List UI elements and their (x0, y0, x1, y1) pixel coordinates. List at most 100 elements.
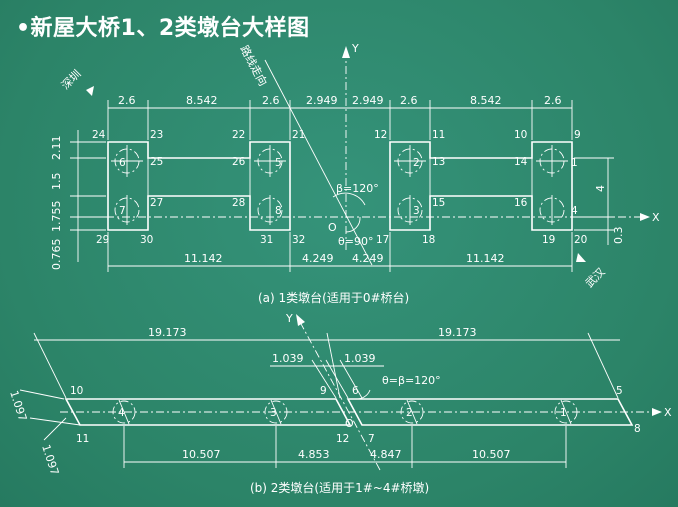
svg-text:31: 31 (260, 234, 273, 246)
fig-a-theta-arc (345, 216, 361, 233)
svg-text:8.542: 8.542 (186, 94, 218, 107)
fig-a-y-arrow-icon (342, 46, 350, 58)
svg-text:2.6: 2.6 (400, 94, 418, 107)
svg-text:4.853: 4.853 (298, 448, 330, 461)
pile (112, 400, 136, 424)
svg-text:12: 12 (336, 433, 349, 445)
left-city-arrow-icon (86, 86, 94, 96)
svg-text:17: 17 (376, 234, 389, 246)
svg-text:2.949: 2.949 (352, 94, 384, 107)
svg-text:5: 5 (275, 157, 282, 169)
svg-text:2.949: 2.949 (306, 94, 338, 107)
svg-text:8: 8 (634, 423, 641, 435)
svg-text:18: 18 (422, 234, 435, 246)
fig-b-angle-arc (355, 389, 371, 400)
fig-b-x-arrow-icon (652, 408, 662, 416)
fig-b-bottom-dimensions: 10.507 4.853 4.847 10.507 (123, 426, 567, 468)
svg-text:1: 1 (560, 407, 567, 419)
slide-title: •新屋大桥1、2类墩台大样图 (16, 16, 310, 41)
svg-text:11: 11 (76, 433, 89, 445)
fig-a-theta-label: θ=90° (338, 235, 373, 248)
fig-b-corner-numbers: 10 11 9 12 6 7 5 8 (70, 385, 641, 445)
svg-text:7: 7 (119, 205, 126, 217)
svg-text:7: 7 (368, 433, 375, 445)
right-city-arrow-icon (576, 253, 586, 262)
svg-text:20: 20 (574, 234, 587, 246)
svg-text:9: 9 (574, 129, 581, 141)
svg-text:19: 19 (542, 234, 555, 246)
fig-a-route-label: 路线走向 (237, 43, 270, 88)
svg-text:27: 27 (150, 197, 163, 209)
fig-a-corner-numbers: 24 23 22 21 25 26 27 28 29 30 31 32 12 1… (92, 129, 587, 246)
fig-b-angle-label: θ=β=120° (382, 374, 441, 387)
svg-text:2.6: 2.6 (118, 94, 136, 107)
svg-text:2.6: 2.6 (262, 94, 280, 107)
svg-text:29: 29 (96, 234, 109, 246)
fig-a-beta-label: β=120° (336, 182, 379, 195)
pile (400, 400, 424, 424)
svg-text:5: 5 (616, 385, 623, 397)
svg-text:11.142: 11.142 (466, 252, 505, 265)
fig-b-caption: (b) 2类墩台(适用于1#~4#桥墩) (250, 480, 429, 495)
fig-a-x-label: X (652, 211, 660, 224)
fig-a-beta-arc (332, 192, 366, 206)
fig-a-piles: 6 5 7 8 2 1 3 4 (111, 145, 578, 225)
left-city-label: 深圳 (59, 67, 84, 92)
svg-text:4.249: 4.249 (302, 252, 334, 265)
svg-text:1.5: 1.5 (50, 173, 63, 191)
svg-text:2: 2 (413, 157, 420, 169)
svg-text:6: 6 (119, 157, 126, 169)
svg-text:12: 12 (374, 129, 387, 141)
svg-text:25: 25 (150, 156, 163, 168)
svg-text:15: 15 (432, 197, 445, 209)
fig-a-bottom-dimensions: 11.142 4.249 4.249 11.142 (107, 232, 573, 272)
fig-b-left-pier (64, 398, 352, 426)
svg-text:8: 8 (275, 205, 282, 217)
svg-text:11.142: 11.142 (184, 252, 223, 265)
svg-text:2: 2 (406, 407, 413, 419)
svg-text:8.542: 8.542 (470, 94, 502, 107)
fig-b-y-label: Y (285, 312, 293, 325)
svg-text:21: 21 (292, 129, 305, 141)
svg-text:30: 30 (140, 234, 153, 246)
svg-text:24: 24 (92, 129, 106, 141)
svg-text:28: 28 (232, 197, 245, 209)
svg-text:1.039: 1.039 (272, 352, 304, 365)
svg-text:16: 16 (514, 197, 528, 209)
fig-b-x-label: X (664, 406, 672, 419)
svg-text:4.249: 4.249 (352, 252, 384, 265)
svg-text:1.097: 1.097 (39, 443, 61, 477)
svg-text:19.173: 19.173 (438, 326, 477, 339)
svg-text:4: 4 (594, 185, 607, 192)
svg-text:4.847: 4.847 (370, 448, 402, 461)
fig-a-origin-label: O (328, 221, 337, 234)
svg-text:1: 1 (571, 157, 578, 169)
svg-text:0.765: 0.765 (50, 239, 63, 271)
fig-b-left-dimensions: 1.097 1.097 (7, 389, 81, 477)
svg-text:0.3: 0.3 (612, 227, 625, 245)
figure-b: X Y O 4 3 2 1 (7, 312, 672, 495)
svg-text:13: 13 (432, 156, 445, 168)
fig-b-piles: 4 3 2 1 (112, 399, 578, 425)
svg-text:10: 10 (514, 129, 527, 141)
svg-text:1.755: 1.755 (50, 201, 63, 233)
svg-text:19.173: 19.173 (148, 326, 187, 339)
svg-text:10: 10 (70, 385, 83, 397)
svg-text:2.6: 2.6 (544, 94, 562, 107)
fig-a-x-arrow-icon (640, 213, 650, 221)
fig-b-y-arrow-icon (296, 314, 305, 326)
fig-a-left-dimensions: 2.11 1.5 1.755 0.765 (50, 130, 106, 270)
svg-text:22: 22 (232, 129, 245, 141)
fig-b-top-dimensions: 19.173 19.173 (33, 326, 620, 399)
fig-a-y-label: Y (351, 42, 359, 55)
right-city-label: 武汉 (583, 265, 608, 290)
svg-text:26: 26 (232, 156, 246, 168)
fig-a-right-dimensions: 4 0.3 (574, 157, 625, 245)
figure-a: X Y O (50, 42, 660, 305)
svg-text:1.039: 1.039 (344, 352, 376, 365)
svg-text:3: 3 (270, 407, 277, 419)
svg-text:10.507: 10.507 (182, 448, 221, 461)
svg-text:1.097: 1.097 (7, 389, 29, 423)
svg-text:23: 23 (150, 129, 163, 141)
